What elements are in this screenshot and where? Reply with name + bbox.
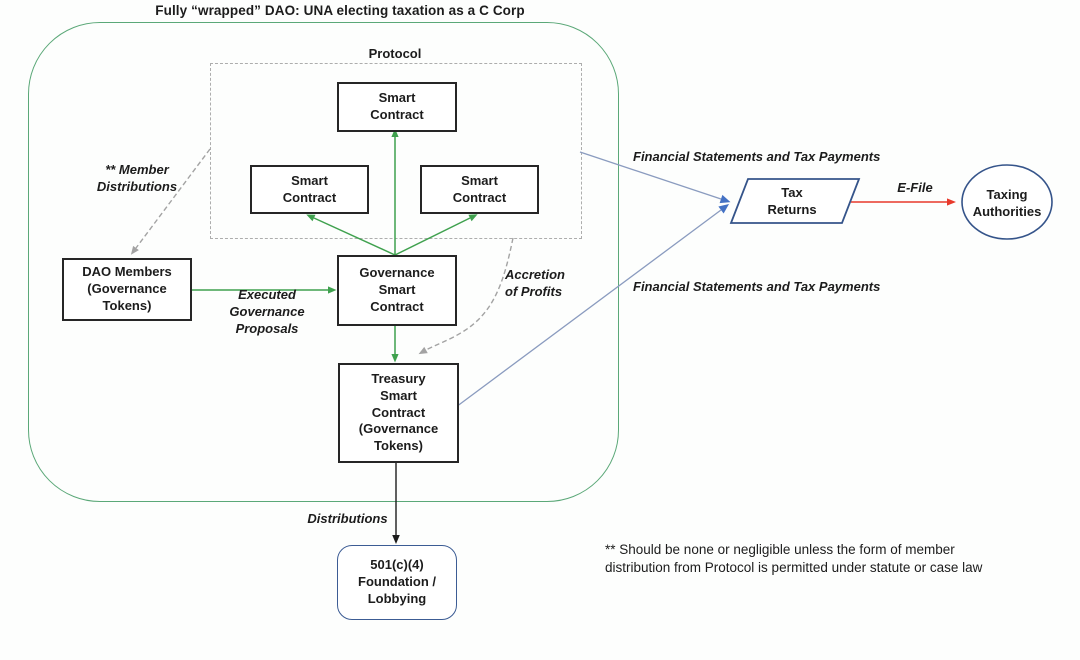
node-tax-returns: Tax Returns [767, 185, 817, 217]
label-executed-governance-proposals: Executed Governance Proposals [229, 287, 305, 336]
label-financial-statements-top: Financial Statements and Tax Payments [633, 149, 881, 164]
node-smart-contract-left: Smart Contract [250, 165, 369, 214]
footnote: ** Should be none or negligible unless t… [605, 542, 983, 575]
label-financial-statements-bottom: Financial Statements and Tax Payments [633, 279, 881, 294]
label-accretion-of-profits: Accretion of Profits [505, 267, 565, 299]
label-member-distributions: ** Member Distributions [96, 162, 178, 194]
diagram-title: Fully “wrapped” DAO: UNA electing taxati… [155, 3, 525, 18]
label-distributions: Distributions [307, 511, 388, 526]
node-taxing-authorities: Taxing Authorities [972, 187, 1042, 219]
node-dao-members: DAO Members (Governance Tokens) [62, 258, 192, 321]
node-treasury-smart-contract: Treasury Smart Contract (Governance Toke… [338, 363, 459, 463]
node-governance-smart-contract: Governance Smart Contract [337, 255, 457, 326]
label-efile: E-File [897, 180, 933, 195]
node-501c4-foundation: 501(c)(4) Foundation / Lobbying [337, 545, 457, 620]
node-smart-contract-top: Smart Contract [337, 82, 457, 132]
protocol-label: Protocol [368, 46, 422, 61]
node-smart-contract-right: Smart Contract [420, 165, 539, 214]
